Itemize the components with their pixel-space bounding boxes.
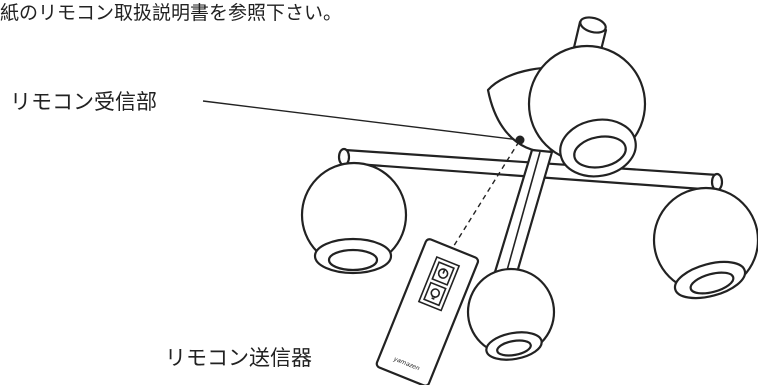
transmitter-label: リモコン送信器 [165,346,312,370]
instruction-text: 紙のリモコン取扱説明書を参照下さい。 [0,2,343,24]
receiver-label: リモコン受信部 [10,90,157,114]
receiver-sensor [515,135,525,145]
globe-bottom [466,267,556,361]
globe-top [527,44,647,178]
remote-control: yamazen [375,238,480,385]
globe-right [652,186,758,300]
receiver-leader-line [202,100,521,141]
infrared-beam [439,139,521,269]
globe-left [300,161,408,275]
